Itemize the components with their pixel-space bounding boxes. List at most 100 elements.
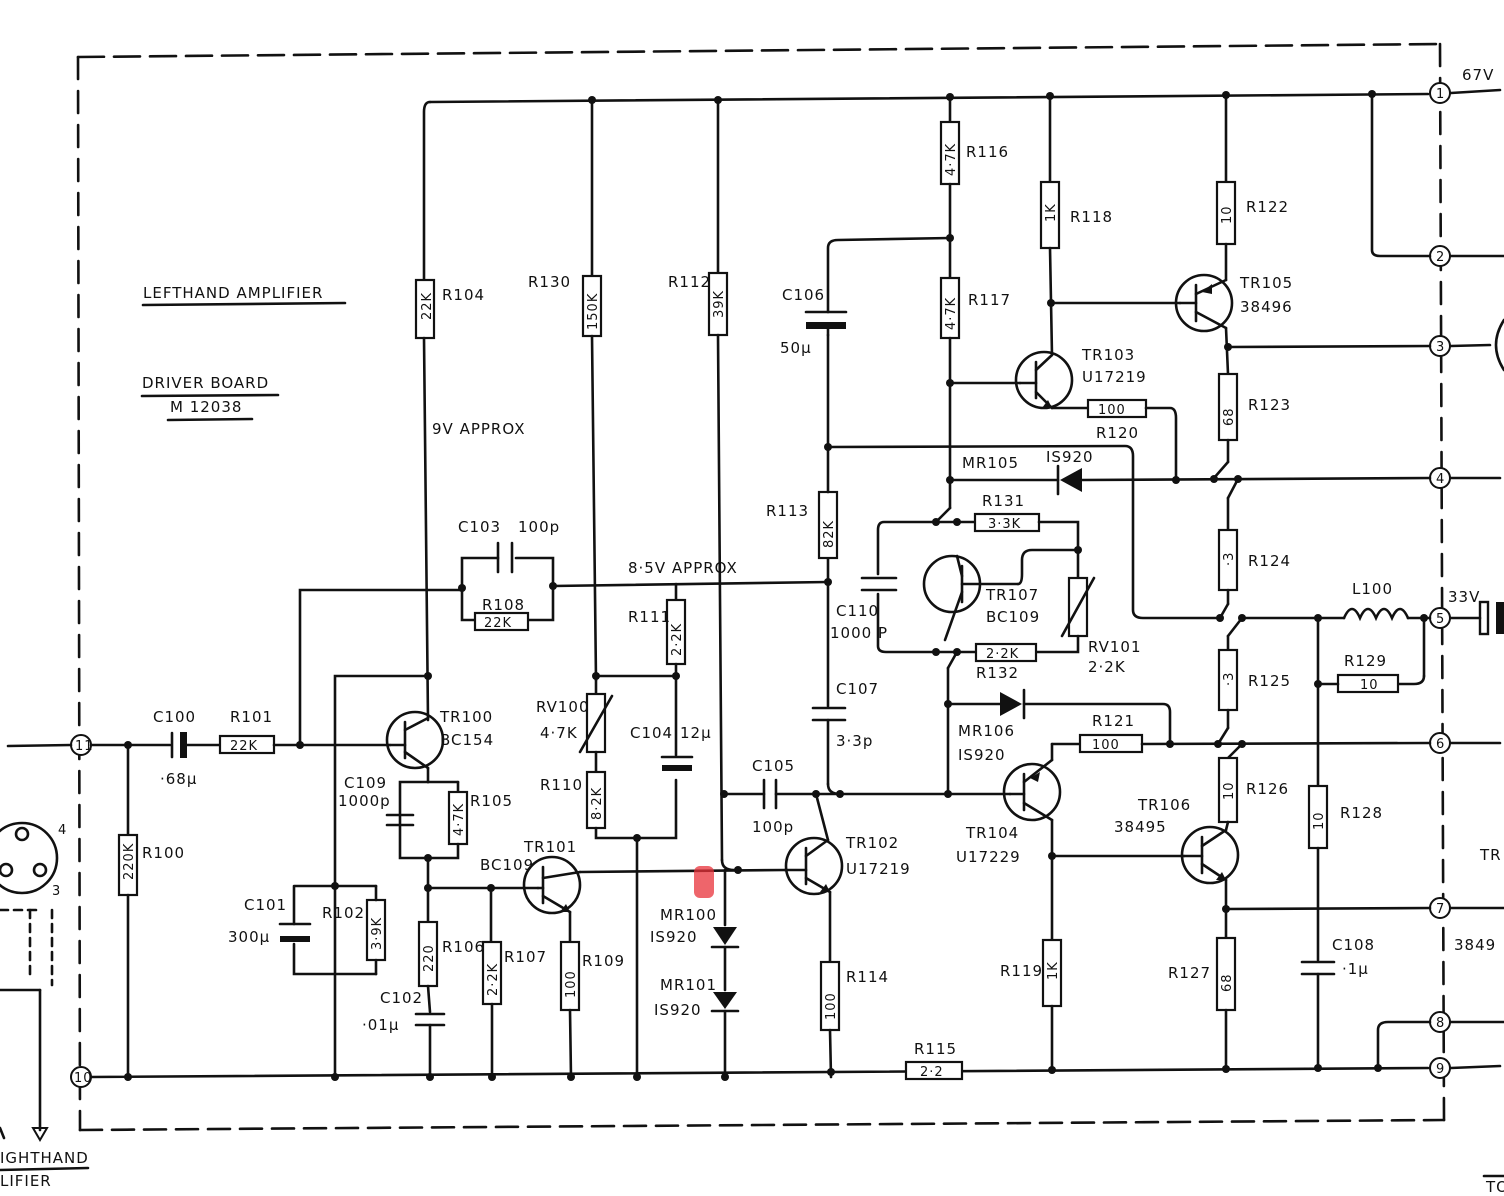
title-block: LEFTHAND AMPLIFIER DRIVER BOARD M 12038 … xyxy=(140,66,1494,606)
label-resistors-10-value: 2·2K xyxy=(670,623,685,656)
label-diodes-0-type: IS920 xyxy=(650,928,698,946)
label-pots-1-value: 2·2K xyxy=(1088,658,1126,676)
label-pots-1-ref: RV101 xyxy=(1088,638,1142,656)
label-transistors-2-ref: TR102 xyxy=(845,834,899,852)
label-label: 3 xyxy=(52,884,61,899)
label-diodes-2-ref: MR105 xyxy=(962,454,1019,472)
label-resistors-15-value: 4·7K xyxy=(944,143,959,176)
terminal-1: 1 xyxy=(1429,82,1451,104)
label-resistors-13-value: 100 xyxy=(824,992,839,1020)
label-resistors-30-value: 3·3K xyxy=(988,517,1021,532)
note-67v: 67V xyxy=(1462,66,1494,84)
label-resistors-16-value: 4·7K xyxy=(944,297,959,330)
label-terminals-7: 8 xyxy=(1436,1016,1445,1031)
label-capacitors-0-value: ·68μ xyxy=(160,770,197,788)
label-pots-0-value: 4·7K xyxy=(540,724,578,742)
label-terminals-8: 9 xyxy=(1436,1062,1445,1077)
terminal-10: 10 xyxy=(70,1066,92,1088)
label-capacitors-6-value: 50μ xyxy=(780,339,812,357)
label-capacitors-3-ref: C103 xyxy=(458,518,501,536)
label-diodes-1-ref: MR101 xyxy=(660,976,717,994)
label-resistors-19-ref: R120 xyxy=(1096,424,1139,442)
label-resistors-5-value: 220 xyxy=(422,944,437,972)
label-transistors-7-type: BC109 xyxy=(986,608,1040,626)
label-resistors-3-ref: R104 xyxy=(442,286,485,304)
label-resistors-27-ref: R128 xyxy=(1340,804,1383,822)
highlight-mark xyxy=(694,866,714,898)
label-resistors-18-ref: R119 xyxy=(1000,962,1043,980)
input-section: 220K R100 C100 ·68μ 22K R101 4 3 IGHTHAN… xyxy=(0,708,392,1190)
label-inductor-ref: L100 xyxy=(1352,580,1393,598)
tr100-stage: 22K R104 TR100 BC154 C109 1000p 4·7K R10… xyxy=(228,278,830,1081)
label-resistors-30-ref: R131 xyxy=(982,492,1025,510)
label-diodes-3-ref: MR106 xyxy=(958,722,1015,740)
label-resistors-1-value: 22K xyxy=(230,739,258,754)
label-capacitors-8-value: ·1μ xyxy=(1342,960,1369,978)
label-resistors-10-ref: R111 xyxy=(628,608,671,626)
label-transistors-2-type: U17219 xyxy=(846,860,911,878)
terminal-7: 7 xyxy=(1429,897,1451,919)
label-terminals-4: 5 xyxy=(1436,612,1445,627)
label-terminals-1: 2 xyxy=(1436,250,1445,265)
label-resistors-28-value: 10 xyxy=(1360,678,1379,693)
terminal-8: 8 xyxy=(1429,1011,1451,1033)
label-capacitors-7-value: 3·3p xyxy=(836,732,873,750)
label-pots-0-ref: RV100 xyxy=(536,698,590,716)
label-resistors-25-value: 10 xyxy=(1222,781,1237,800)
label-capacitors-4-value: 12μ xyxy=(680,724,712,742)
label-terminals-6: 7 xyxy=(1436,902,1445,917)
label-resistors-29-value: 150K xyxy=(586,293,601,330)
terminal-6: 6 xyxy=(1429,732,1451,754)
label-resistors-26-value: 68 xyxy=(1220,973,1235,992)
label-diodes-0-ref: MR100 xyxy=(660,906,717,924)
terminal-4: 4 xyxy=(1429,467,1451,489)
label-transistors-1-type: BC109 xyxy=(480,856,534,874)
label-transistors-6-ref: TR106 xyxy=(1137,796,1191,814)
label-capacitors-9-value: 1000p xyxy=(338,792,391,810)
terminal-3: 3 xyxy=(1429,335,1451,357)
tr102-stage: C105 100p TR102 U17219 100 R114 2·2 R115… xyxy=(720,234,1222,1081)
label-resistors-31-value: 2·2K xyxy=(986,647,1019,662)
label-resistors-21-ref: R122 xyxy=(1246,198,1289,216)
title-driver-board: DRIVER BOARD xyxy=(142,374,269,392)
title-board-number: M 12038 xyxy=(170,398,242,416)
note-33v: 33V xyxy=(1448,588,1480,606)
label-transistors-5-type: 38496 xyxy=(1240,298,1293,316)
label-capacitors-10-ref: C110 xyxy=(836,602,879,620)
label-resistors-14-value: 2·2 xyxy=(920,1065,944,1080)
label-edge-left_bottom_1: IGHTHAND xyxy=(0,1149,89,1167)
terminal-2: 2 xyxy=(1429,245,1451,267)
label-resistors-13-ref: R114 xyxy=(846,968,889,986)
label-edge-left_bottom_2: LIFIER xyxy=(0,1172,52,1190)
label-transistors-4-type: U17229 xyxy=(956,848,1021,866)
label-transistors-0-type: BC154 xyxy=(440,731,494,749)
label-edge-right_part: 3849 xyxy=(1454,936,1496,954)
terminal-5: 5 xyxy=(1429,607,1451,629)
label-resistors-6-value: 2·2K xyxy=(486,963,501,996)
label-resistors-28-ref: R129 xyxy=(1344,652,1387,670)
label-resistors-2-value: 3·9K xyxy=(370,917,385,950)
label-resistors-23-value: ·3 xyxy=(1222,552,1237,566)
label-transistors-3-ref: TR103 xyxy=(1081,346,1135,364)
label-capacitors-4-ref: C104 xyxy=(630,724,673,742)
label-capacitors-9-ref: C109 xyxy=(344,774,387,792)
label-resistors-11-value: 39K xyxy=(712,290,727,318)
label-resistors-7-value: 22K xyxy=(484,616,512,631)
label-resistors-12-value: 82K xyxy=(822,520,837,548)
label-resistors-17-ref: R118 xyxy=(1070,208,1113,226)
label-resistors-0-ref: R100 xyxy=(142,844,185,862)
label-resistors-27-value: 10 xyxy=(1312,811,1327,830)
label-edge-bottom_right: TO xyxy=(1485,1178,1504,1196)
terminals: 1 2 3 4 5 6 7 8 9 10 11 xyxy=(70,82,1451,1088)
label-terminals-5: 6 xyxy=(1436,737,1445,752)
terminal-9: 9 xyxy=(1429,1057,1451,1079)
label-terminals-0: 1 xyxy=(1436,87,1445,102)
label-capacitors-2-value: ·01μ xyxy=(362,1016,399,1034)
label-terminals-10: 11 xyxy=(75,739,94,754)
terminal-11: 11 xyxy=(70,734,94,756)
label-transistors-6-type: 38495 xyxy=(1114,818,1167,836)
note-8-5v: 8·5V APPROX xyxy=(628,559,738,577)
label-resistors-4-value: 4·7K xyxy=(452,803,467,836)
label-transistors-0-ref: TR100 xyxy=(439,708,493,726)
